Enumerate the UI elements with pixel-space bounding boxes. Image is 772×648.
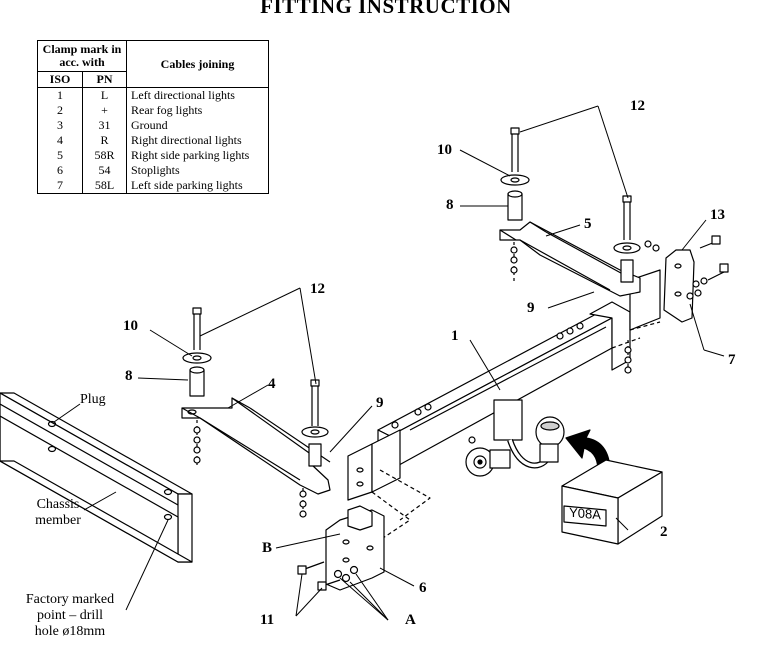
plug-label: Plug	[80, 392, 106, 407]
callout-9-left: 9	[376, 395, 384, 411]
leader-lines	[53, 105, 725, 621]
callout-10-left: 10	[123, 318, 138, 334]
left-bolt-stack	[182, 307, 212, 466]
table-cell-cable: Right directional lights	[126, 133, 269, 148]
page-title: FITTING INSTRUCTION	[260, 0, 512, 18]
table-cell-pn: 58R	[82, 148, 127, 163]
right-bracket	[499, 221, 641, 297]
callout-4: 4	[268, 376, 276, 392]
left-bolt-rear	[299, 379, 329, 518]
callout-10-right: 10	[437, 142, 452, 158]
side-plate	[644, 235, 729, 323]
callout-b: B	[262, 540, 273, 556]
callout-6: 6	[419, 580, 427, 596]
callout-7: 7	[728, 352, 736, 368]
tow-ball-assembly	[465, 399, 565, 477]
right-bolt-rear	[613, 195, 641, 374]
table-cell-cable: Rear fog lights	[126, 103, 269, 118]
table-row: 1 L Left directional lights	[37, 87, 269, 103]
factory-point-line1: Factory marked	[25, 592, 115, 607]
alignment-guides	[371, 321, 661, 541]
callout-2: 2	[660, 524, 668, 540]
package-box	[561, 459, 663, 545]
table-row: 6 54 Stoplights	[37, 163, 269, 178]
header-pn: PN	[82, 71, 127, 88]
mount-arrow	[565, 429, 611, 473]
callout-5: 5	[584, 216, 592, 232]
lower-bracket	[297, 505, 385, 591]
header-iso: ISO	[37, 71, 83, 88]
table-cell-cable: Ground	[126, 118, 269, 133]
chassis-label-line1: Chassis	[36, 497, 80, 512]
right-bolt-stack	[500, 127, 530, 282]
header-cables: Cables joining	[126, 40, 269, 88]
factory-point-label: Factory marked point – drill hole ø18mm	[10, 592, 130, 640]
factory-point-line3: hole ø18mm	[34, 624, 106, 639]
table-row: 2 + Rear fog lights	[37, 103, 269, 118]
table-cell-cable: Stoplights	[126, 163, 269, 178]
callout-13: 13	[710, 207, 725, 223]
chassis-member	[0, 392, 193, 563]
callout-8-left: 8	[125, 368, 133, 384]
callout-11: 11	[260, 612, 275, 628]
callout-a: A	[405, 612, 416, 628]
table-row: 3 31 Ground	[37, 118, 269, 133]
main-crossbar	[347, 269, 661, 501]
table-cell-cable: Left directional lights	[126, 87, 269, 103]
table-cell-pn: 31	[82, 118, 127, 133]
callout-1: 1	[451, 328, 459, 344]
chassis-label-line2: member	[35, 513, 81, 528]
chassis-label: Chassis member	[28, 497, 88, 529]
table-row: 7 58L Left side parking lights	[37, 178, 269, 194]
cable-table: Clamp mark in acc. with Cables joining I…	[37, 40, 269, 194]
table-cell-cable: Left side parking lights	[126, 178, 269, 194]
callout-12-left: 12	[310, 281, 325, 297]
callout-8-right: 8	[446, 197, 454, 213]
table-row: 4 R Right directional lights	[37, 133, 269, 148]
callout-9-right: 9	[527, 300, 535, 316]
table-row: 5 58R Right side parking lights	[37, 148, 269, 163]
callout-12-right: 12	[630, 98, 645, 114]
factory-point-line2: point – drill	[36, 608, 104, 623]
header-clamp: Clamp mark in acc. with	[37, 40, 127, 72]
left-bracket	[181, 397, 331, 495]
table-cell-cable: Right side parking lights	[126, 148, 269, 163]
